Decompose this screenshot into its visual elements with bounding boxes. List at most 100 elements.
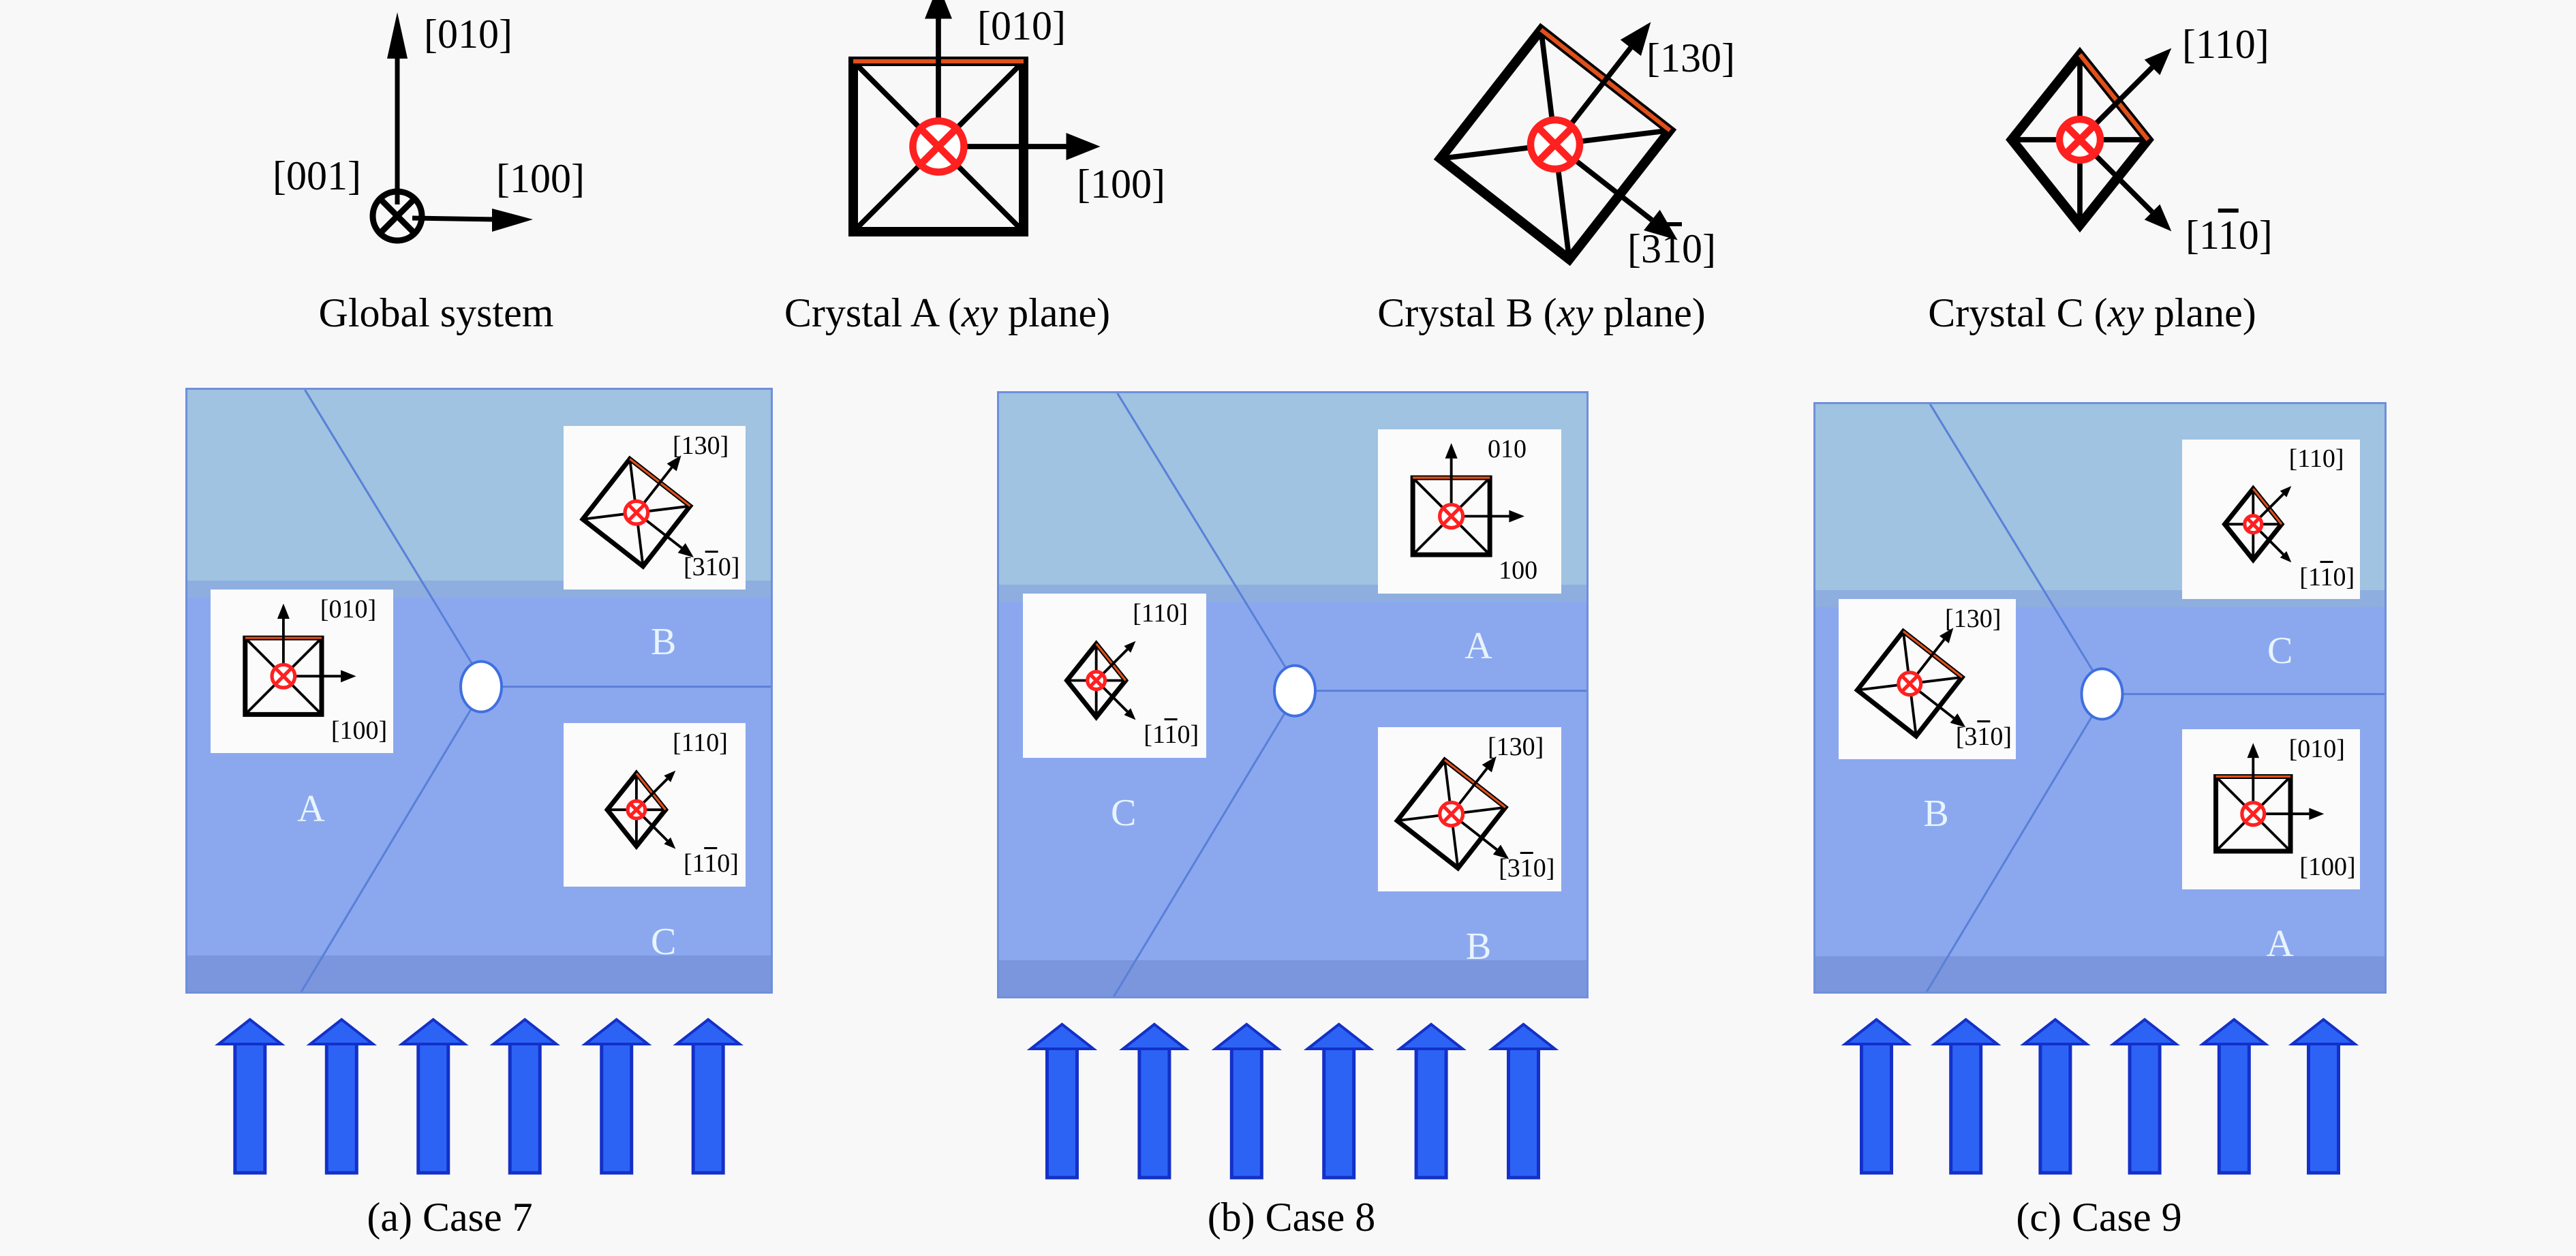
caption-italic: xy	[2107, 290, 2144, 335]
dir2-post: 0]	[717, 849, 739, 878]
direction-arrow-2-head	[1066, 133, 1101, 160]
direction-arrow-1-head	[1939, 628, 1953, 644]
axis-label-100: [100]	[496, 156, 585, 201]
direction-label-1: [130]	[1487, 732, 1544, 761]
crystal-c-dir1: [110]	[2182, 22, 2269, 67]
load-arrow	[306, 1017, 378, 1175]
void-hole	[459, 660, 503, 714]
grain-label: A	[2266, 922, 2294, 965]
dir2-bar-digit: 1	[1977, 722, 1991, 752]
into-page-icon	[623, 500, 650, 527]
direction-arrow-1-head	[1482, 756, 1497, 773]
dir2-post: 0]	[2333, 562, 2355, 592]
direction-label-2: [110]	[2299, 564, 2355, 590]
direction-arrow-2-head	[2280, 551, 2292, 563]
crystal-glyph	[579, 455, 694, 570]
dir2-pre: [1	[1144, 720, 1165, 749]
orientation-inset: [130][310]	[1377, 727, 1561, 891]
orientation-inset: [130][310]	[1838, 599, 2017, 759]
direction-label-1: [010]	[320, 594, 377, 624]
crystal-a-icon	[2213, 743, 2325, 854]
direction-arrow-2-head	[1508, 510, 1524, 523]
dir2-pre: 100	[1499, 556, 1538, 585]
load-arrow	[2198, 1017, 2270, 1175]
crystal-glyph	[1410, 443, 1524, 557]
grain-label: A	[297, 787, 325, 830]
dir2-bar-digit: 1	[1164, 720, 1178, 749]
grain-label: C	[650, 921, 677, 964]
dir2-pre: [3	[684, 552, 705, 581]
direction-arrow-1-head	[2144, 48, 2172, 76]
grain-label: B	[1923, 792, 1949, 835]
dir2-bar-digit: 1	[704, 849, 718, 878]
crystal-b-caption: Crystal B (xy plane)	[1377, 290, 1706, 337]
direction-label-2: [110]	[1144, 722, 1199, 748]
crystal-c-icon	[2006, 46, 2172, 233]
tricrystal-model: [130][310]B [010][100]A [110][110]C	[185, 388, 773, 994]
grain-label: A	[1465, 625, 1492, 668]
load-arrow	[1119, 1022, 1190, 1180]
dir2-post: 0]	[1990, 722, 2012, 752]
crystal-glyph	[848, 0, 1101, 236]
dir2-post: 0]	[718, 552, 740, 581]
into-page-icon	[1896, 671, 1922, 697]
crystal-b-icon	[1433, 22, 1678, 266]
crystal-b-reference: [130] [310] Crystal B (xy plane)	[1363, 0, 1840, 354]
grain-label: B	[1465, 925, 1492, 968]
direction-arrow-1-head	[666, 455, 681, 472]
direction-arrow-1-head	[1620, 22, 1651, 56]
dir2-bar-digit: 1	[2320, 562, 2333, 592]
direction-label-2: [100]	[331, 718, 387, 744]
load-arrow	[1303, 1022, 1375, 1180]
tricrystal-model: [110][110]C [130][310]B [010][100]A	[1813, 402, 2387, 994]
into-page-icon	[1437, 503, 1465, 530]
into-page-icon	[2243, 514, 2264, 535]
loading-boundary-strip	[1815, 955, 2385, 992]
orientation-inset: [110][110]	[563, 722, 746, 887]
load-arrow	[1211, 1022, 1283, 1180]
direction-arrow-2-head	[677, 543, 694, 558]
crystal-c-caption: Crystal C (xy plane)	[1928, 290, 2256, 337]
grain-boundary-upper	[304, 390, 477, 671]
direction-label-2: 100	[1499, 557, 1537, 583]
direction-label-2: [310]	[1956, 724, 2012, 750]
dir2-post: 0]	[1177, 720, 1199, 749]
dir2-post: 0]	[1533, 853, 1555, 883]
direction-arrow-2-head	[1950, 714, 1965, 728]
orientation-inset: [130] [310]	[563, 426, 746, 590]
crystal-c-icon	[604, 769, 676, 851]
axis-label-001: [001]	[273, 153, 361, 198]
crystal-b-icon	[1393, 756, 1509, 872]
direction-arrow-1-head	[277, 603, 290, 619]
global-system: [010] [001] [100] Global system	[0, 0, 613, 354]
direction-label-2: [110]	[684, 851, 739, 876]
direction-arrow-2-head	[2309, 808, 2325, 821]
grain-label: C	[1111, 792, 1137, 835]
dir2-pre: [100]	[2299, 853, 2356, 882]
direction-label-1: 010	[1487, 435, 1527, 464]
caption-prefix: Crystal B (	[1377, 290, 1557, 335]
into-page-icon	[2240, 801, 2267, 827]
crystal-glyph	[2222, 485, 2292, 564]
crystal-b-icon	[1854, 628, 1965, 740]
crystal-glyph	[1063, 640, 1136, 721]
into-page-icon	[1085, 669, 1107, 692]
into-page-icon	[270, 663, 297, 690]
dir2-pre: [1	[2299, 562, 2320, 592]
grain-boundary-lower	[300, 703, 476, 992]
reference-edge	[1095, 643, 1126, 681]
direction-arrow-1-head	[2247, 743, 2260, 759]
into-page-icon	[1437, 800, 1465, 828]
reference-edge	[2252, 488, 2283, 525]
dir2-bar-digit: 1	[705, 552, 718, 581]
dir2-bar-digit: 1	[1661, 226, 1682, 271]
crystal-c-icon	[1063, 640, 1136, 721]
direction-label-1: [110]	[1133, 598, 1189, 628]
grain-boundary-upper	[1116, 393, 1291, 675]
caption-prefix: Crystal C (	[1928, 290, 2108, 335]
direction-label-1: [130]	[673, 431, 729, 460]
grain-boundary-upper	[1929, 404, 2098, 678]
grain-boundaries	[1925, 404, 2385, 992]
